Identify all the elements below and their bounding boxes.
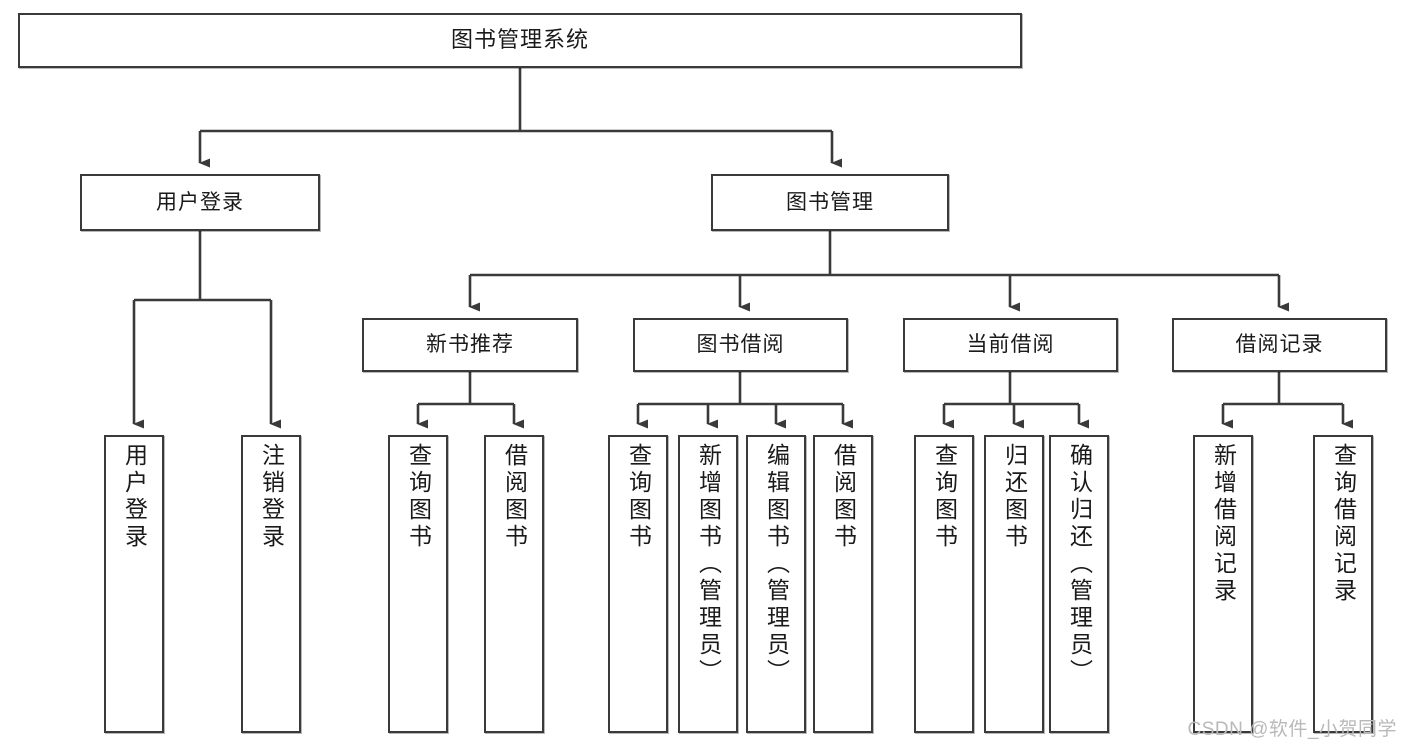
node-level3-new-book-recommend[interactable]: 新书推荐 [362, 318, 578, 372]
node-level3-current-borrow[interactable]: 当前借阅 [903, 318, 1118, 372]
leaf-node-confirm-return-admin[interactable]: 确认归还（管理员） [1049, 435, 1109, 733]
node-label: 用户登录 [121, 443, 148, 551]
leaf-node-user-login[interactable]: 用户登录 [104, 435, 164, 733]
leaf-node-return-book[interactable]: 归还图书 [984, 435, 1044, 733]
leaf-node-add-book-admin[interactable]: 新增图书（管理员） [678, 435, 738, 733]
leaf-node-add-borrow-record[interactable]: 新增借阅记录 [1193, 435, 1253, 733]
node-label: 注销登录 [258, 443, 285, 551]
node-label: 借阅记录 [1235, 333, 1324, 357]
leaf-node-query-borrow-record[interactable]: 查询借阅记录 [1313, 435, 1373, 733]
node-label: 借阅图书 [830, 443, 857, 551]
node-level2-user-login[interactable]: 用户登录 [80, 174, 320, 231]
node-level2-book-management[interactable]: 图书管理 [711, 174, 949, 231]
node-label: 新增借阅记录 [1210, 443, 1237, 605]
node-level3-book-borrow[interactable]: 图书借阅 [633, 318, 848, 372]
node-label: 图书管理 [786, 190, 874, 214]
leaf-node-query-books-borrow[interactable]: 查询图书 [608, 435, 668, 733]
node-label: 借阅图书 [501, 443, 528, 551]
node-label: 查询图书 [405, 443, 432, 551]
node-label: 当前借阅 [966, 333, 1055, 357]
node-label: 新书推荐 [426, 333, 514, 357]
node-label: 新增图书（管理员） [695, 443, 722, 686]
leaf-node-borrow-books-recommend[interactable]: 借阅图书 [484, 435, 544, 733]
leaf-node-logout[interactable]: 注销登录 [241, 435, 301, 733]
leaf-node-query-books-current[interactable]: 查询图书 [914, 435, 974, 733]
node-label: 归还图书 [1001, 443, 1028, 551]
node-root[interactable]: 图书管理系统 [18, 13, 1022, 68]
node-label: 查询图书 [625, 443, 652, 551]
node-label: 用户登录 [156, 190, 244, 214]
node-label: 查询图书 [931, 443, 958, 551]
node-label: 编辑图书（管理员） [763, 443, 790, 686]
node-label: 查询借阅记录 [1330, 443, 1357, 605]
leaf-node-edit-book-admin[interactable]: 编辑图书（管理员） [746, 435, 806, 733]
leaf-node-query-books-recommend[interactable]: 查询图书 [388, 435, 448, 733]
watermark-text: CSDN @软件_小贺同学 [1187, 719, 1397, 740]
node-label: 图书管理系统 [450, 27, 589, 53]
leaf-node-borrow-book[interactable]: 借阅图书 [813, 435, 873, 733]
node-label: 图书借阅 [696, 333, 785, 357]
node-level3-borrow-records[interactable]: 借阅记录 [1172, 318, 1387, 372]
node-label: 确认归还（管理员） [1066, 443, 1093, 686]
